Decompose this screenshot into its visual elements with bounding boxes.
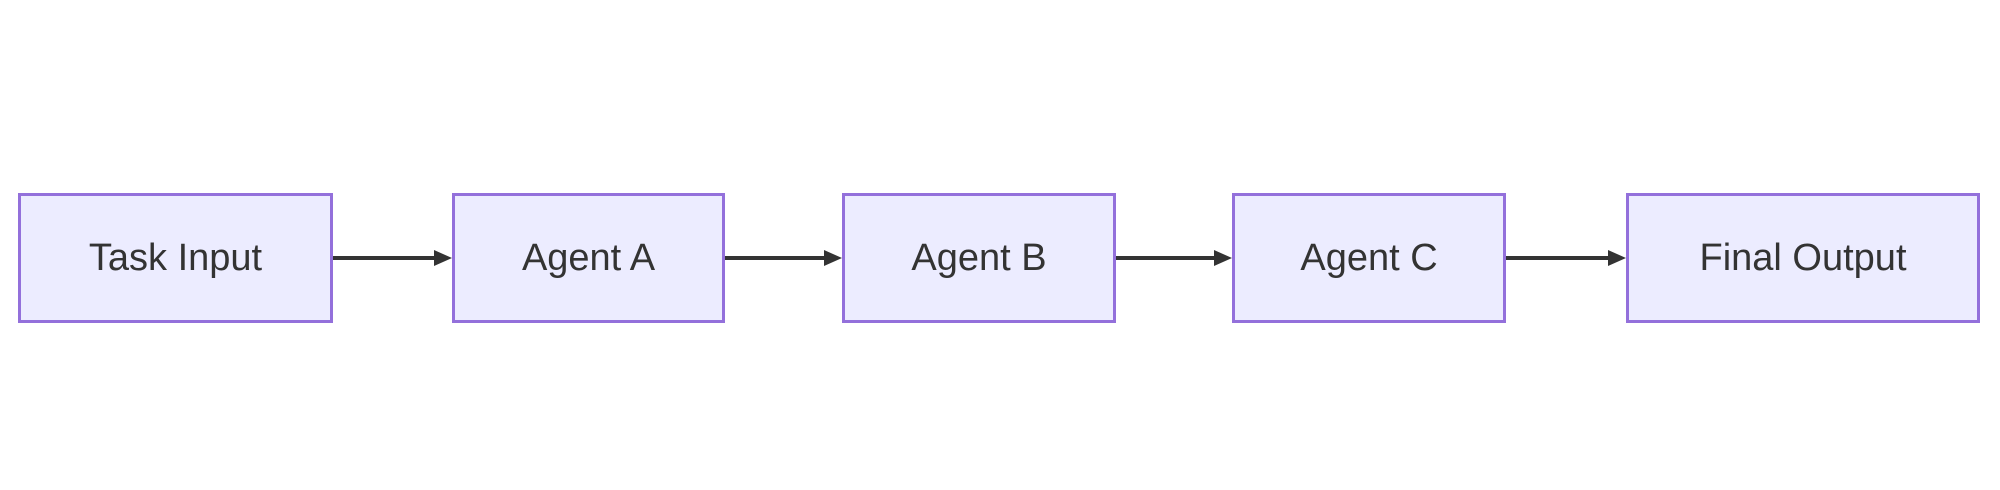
arrowhead-icon [1214, 250, 1232, 266]
edge-line-agent-b-to-agent-c [1116, 256, 1214, 260]
arrowhead-icon [824, 250, 842, 266]
arrowhead-icon [1608, 250, 1626, 266]
flow-node-final-output: Final Output [1626, 193, 1980, 323]
edge-line-agent-c-to-final-output [1506, 256, 1608, 260]
flow-node-agent-c: Agent C [1232, 193, 1506, 323]
flow-node-label: Agent C [1300, 236, 1438, 279]
flow-node-label: Task Input [88, 236, 263, 279]
flow-node-label: Final Output [1699, 236, 1907, 279]
arrowhead-icon [434, 250, 452, 266]
flow-node-label: Agent B [911, 236, 1047, 279]
edge-line-task-input-to-agent-a [333, 256, 434, 260]
flow-node-task-input: Task Input [18, 193, 333, 323]
edge-line-agent-a-to-agent-b [725, 256, 824, 260]
flow-node-agent-b: Agent B [842, 193, 1116, 323]
flow-node-label: Agent A [521, 236, 656, 279]
flow-node-agent-a: Agent A [452, 193, 725, 323]
